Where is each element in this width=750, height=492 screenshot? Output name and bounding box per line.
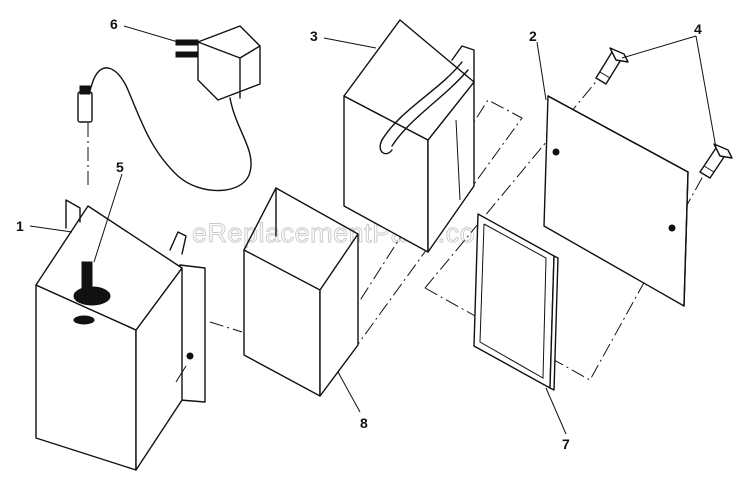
battery-strap-line	[455, 119, 461, 201]
watermark-text: eReplacementParts.com	[192, 218, 498, 248]
part-6-ac-adapter	[77, 25, 261, 192]
part-2-mounting-panel	[543, 95, 689, 307]
leader-4a	[621, 35, 697, 59]
label-plate-thickness	[549, 255, 559, 391]
leader-2	[536, 41, 547, 101]
callout-6: 6	[110, 16, 118, 32]
jack-plug-body-icon	[81, 261, 93, 293]
part-1-battery-box	[35, 199, 206, 471]
screw-upper	[595, 47, 629, 85]
jack-base-icon	[73, 315, 95, 325]
shield-side-panel	[319, 233, 359, 397]
battery-box-cord-grommet	[169, 231, 187, 255]
callout-3: 3	[310, 28, 318, 44]
leader-1	[29, 225, 73, 233]
adapter-prong-upper-icon	[175, 39, 199, 46]
callout-1: 1	[16, 218, 24, 234]
battery-box-mounting-flange	[179, 264, 206, 403]
assembly-line-box-to-shield	[209, 321, 243, 333]
part-4-screws	[595, 47, 733, 179]
adapter-cord	[83, 67, 252, 192]
flange-hole	[186, 352, 194, 360]
leader-4b	[695, 35, 717, 149]
callout-8: 8	[360, 415, 368, 431]
callout-4: 4	[694, 21, 702, 37]
adapter-plug-tip-icon	[79, 85, 91, 95]
leader-8	[337, 371, 361, 413]
mounting-panel-face	[543, 95, 689, 307]
battery-terminal-post	[451, 45, 475, 83]
assembly-line-label-upper	[424, 134, 553, 289]
shield-front-panel	[243, 249, 321, 397]
part-7-label-plate	[473, 213, 559, 391]
screw-lower-head	[713, 143, 733, 159]
battery-box-rear-flange	[65, 199, 81, 229]
shield-top-edge	[275, 187, 359, 235]
panel-hole-lower	[668, 224, 676, 232]
panel-hole-upper	[552, 148, 560, 156]
leader-lines	[29, 25, 717, 435]
screw-upper-thread	[599, 71, 611, 79]
adapter-body	[197, 25, 261, 101]
callout-labels: 1 2 3 4 5 6 7 8	[16, 16, 702, 452]
leader-6	[123, 25, 179, 43]
screw-lower	[699, 143, 733, 179]
part-8-shield	[243, 187, 359, 397]
part-3-battery	[343, 19, 475, 253]
adapter-prong-lower-icon	[175, 51, 199, 58]
callout-5: 5	[116, 159, 124, 175]
battery-wire-lead-1	[379, 61, 463, 155]
callout-2: 2	[529, 28, 537, 44]
screw-upper-head	[609, 47, 629, 63]
callout-7: 7	[562, 436, 570, 452]
screw-lower-thread	[703, 165, 715, 173]
leader-5	[93, 173, 123, 263]
label-plate-inner-border	[479, 223, 547, 379]
mounting-panel-edge-highlight	[547, 95, 689, 307]
battery-wire-lead-2	[391, 69, 469, 147]
adapter-plug	[77, 91, 93, 123]
flange-slot	[175, 365, 187, 383]
battery-box-top-face	[35, 205, 183, 331]
leader-3	[323, 37, 377, 49]
leader-7	[545, 387, 567, 435]
